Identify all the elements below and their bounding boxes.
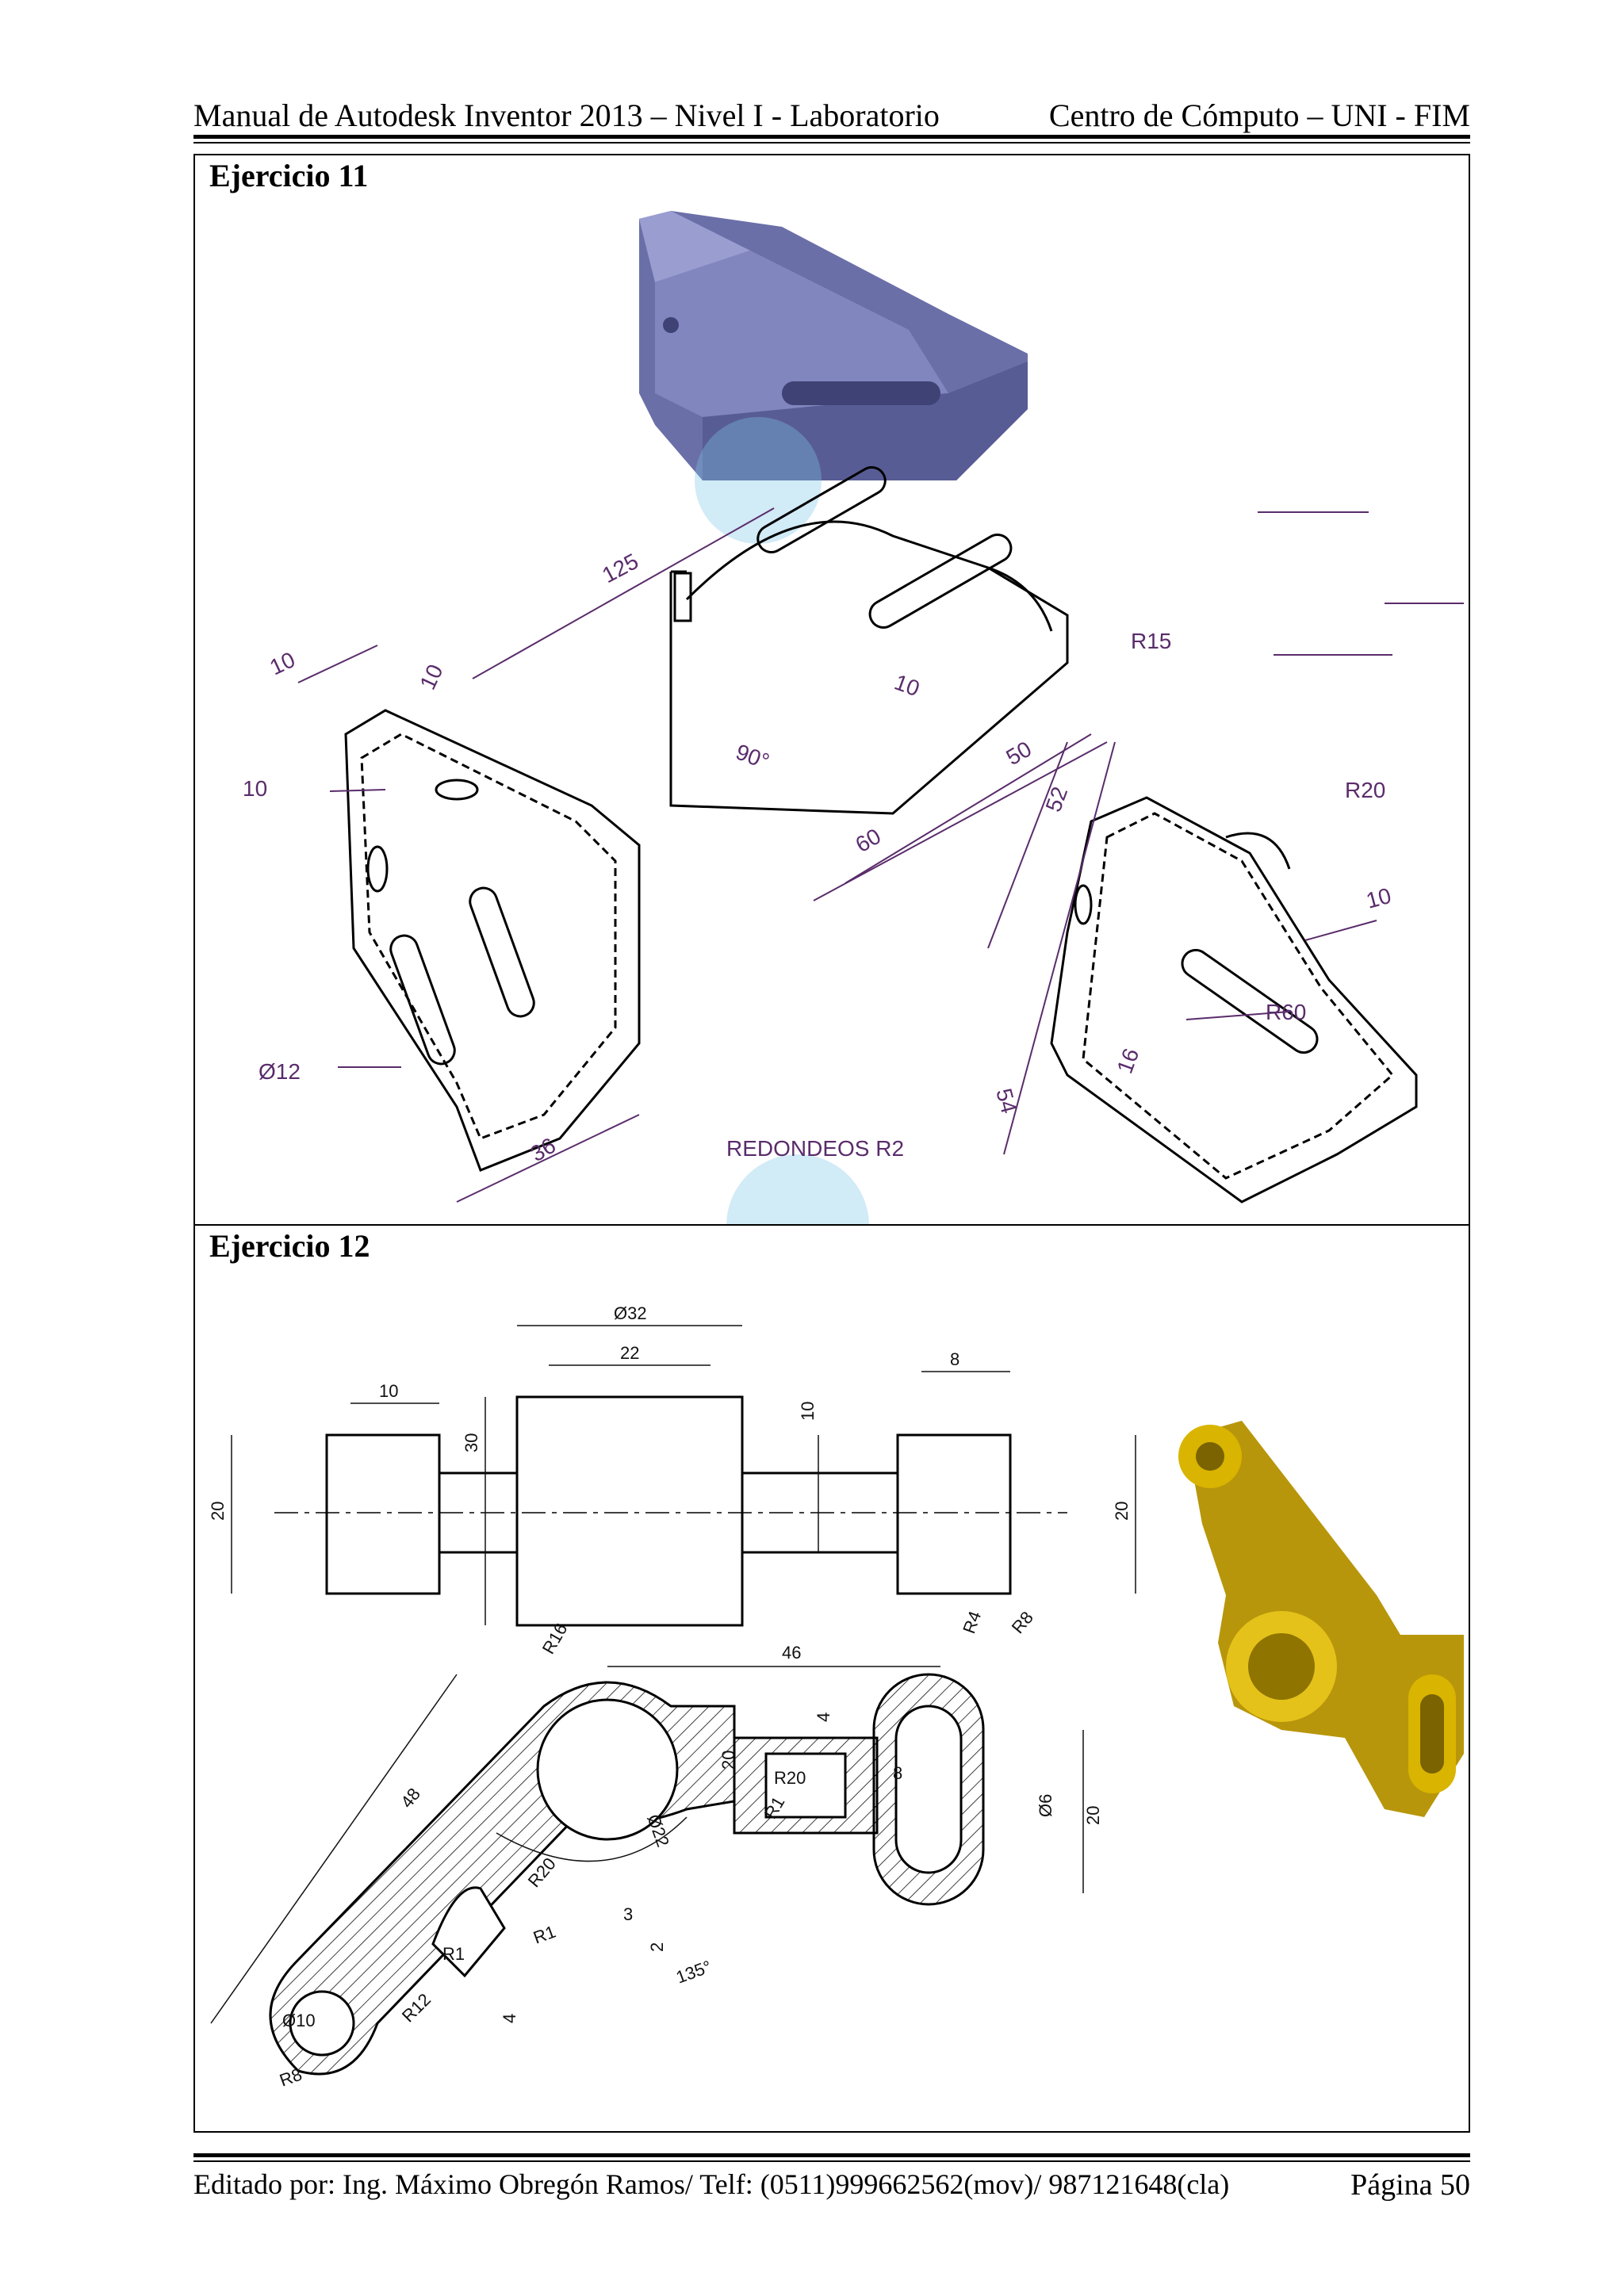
dim-10-a: 10 xyxy=(266,647,298,679)
dim-4-lower: 4 xyxy=(500,2014,519,2023)
footer-author: Editado por: Ing. Máximo Obregón Ramos/ … xyxy=(193,2168,1230,2200)
dim-54: 54 xyxy=(991,1086,1021,1116)
lever-section-view xyxy=(269,1673,985,2076)
footer-rule-thin xyxy=(193,2160,1470,2162)
bracket-left-view xyxy=(344,709,641,1172)
dim-r60: R60 xyxy=(1266,1000,1306,1024)
footer-page-number: Página 50 xyxy=(1350,2168,1470,2202)
top-view-dimension-lines xyxy=(231,1325,1136,1625)
dim-r20: R20 xyxy=(1345,778,1385,802)
dim-10-c: 10 xyxy=(243,776,267,801)
dim-20-right: 20 xyxy=(1112,1502,1132,1521)
lever-top-view xyxy=(274,1395,1067,1627)
dim-10-top-mid: 10 xyxy=(798,1402,818,1421)
dim-r8-top: R8 xyxy=(1008,1608,1037,1638)
dim-r20-inner: R20 xyxy=(774,1768,806,1788)
header-rule xyxy=(193,135,1470,139)
dim-20-section: 20 xyxy=(718,1751,738,1770)
dim-22: 22 xyxy=(620,1343,639,1363)
dim-8-top: 8 xyxy=(950,1349,959,1369)
dim-r4: R4 xyxy=(959,1609,985,1636)
dim-20-far-right: 20 xyxy=(1083,1806,1103,1825)
note-redondeos: REDONDEOS R2 xyxy=(726,1136,904,1161)
dim-50: 50 xyxy=(1002,737,1036,770)
dim-r1-web-right: R1 xyxy=(530,1922,558,1948)
dim-36: 36 xyxy=(527,1133,560,1166)
dim-r1-web-left: R1 xyxy=(442,1944,465,1964)
exercise-11-drawing: 125 10 10 10 10 10 90° 60 50 52 54 16 36… xyxy=(243,211,1464,1224)
exercise-12-title: Ejercicio 12 xyxy=(209,1228,370,1264)
dim-3: 3 xyxy=(623,1904,633,1924)
header-manual-title: Manual de Autodesk Inventor 2013 – Nivel… xyxy=(193,98,940,133)
dim-phi32: Ø32 xyxy=(614,1303,647,1323)
bracket-3d-render xyxy=(639,211,1028,480)
dim-10-e: 10 xyxy=(1364,883,1394,913)
dim-10-top-left: 10 xyxy=(379,1381,398,1401)
dim-phi12: Ø12 xyxy=(259,1059,301,1084)
page-header: Manual de Autodesk Inventor 2013 – Nivel… xyxy=(193,94,1470,141)
dim-90-deg: 90° xyxy=(733,740,772,775)
dim-8-section: 8 xyxy=(893,1763,902,1783)
exercise-12-drawing: Ø32 22 10 10 8 30 20 20 46 R4 R8 R16 48 … xyxy=(208,1303,1464,2091)
dim-10-b: 10 xyxy=(415,660,447,693)
dim-r15: R15 xyxy=(1131,629,1171,653)
header-rule-thin xyxy=(193,142,1470,144)
footer-rule xyxy=(193,2153,1470,2157)
dim-phi6: Ø6 xyxy=(1036,1794,1055,1817)
dim-60: 60 xyxy=(852,824,885,857)
section-dimension-lines xyxy=(210,1666,1084,2024)
dim-30: 30 xyxy=(462,1433,481,1452)
bracket-right-view xyxy=(1050,796,1418,1203)
exercise-12-panel xyxy=(193,1224,1470,2133)
dim-20-left: 20 xyxy=(208,1502,228,1521)
dim-135-deg: 135° xyxy=(673,1957,714,1988)
dimension-lines xyxy=(297,507,1464,1203)
bracket-front-view xyxy=(669,466,1069,815)
dim-125: 125 xyxy=(598,549,642,587)
lever-3d-render xyxy=(1178,1421,1464,1817)
dim-4-upper: 4 xyxy=(814,1712,833,1722)
header-center-name: Centro de Cómputo – UNI - FIM xyxy=(1048,98,1470,133)
dim-16: 16 xyxy=(1113,1045,1144,1077)
dim-phi22: Ø22 xyxy=(643,1812,673,1850)
exercise-11-title: Ejercicio 11 xyxy=(209,158,369,193)
dim-46: 46 xyxy=(782,1643,801,1663)
dim-10-d: 10 xyxy=(891,670,923,702)
dim-48: 48 xyxy=(396,1784,424,1812)
dim-phi10: Ø10 xyxy=(282,2011,316,2030)
dim-2: 2 xyxy=(647,1942,667,1952)
dim-52: 52 xyxy=(1041,783,1073,815)
